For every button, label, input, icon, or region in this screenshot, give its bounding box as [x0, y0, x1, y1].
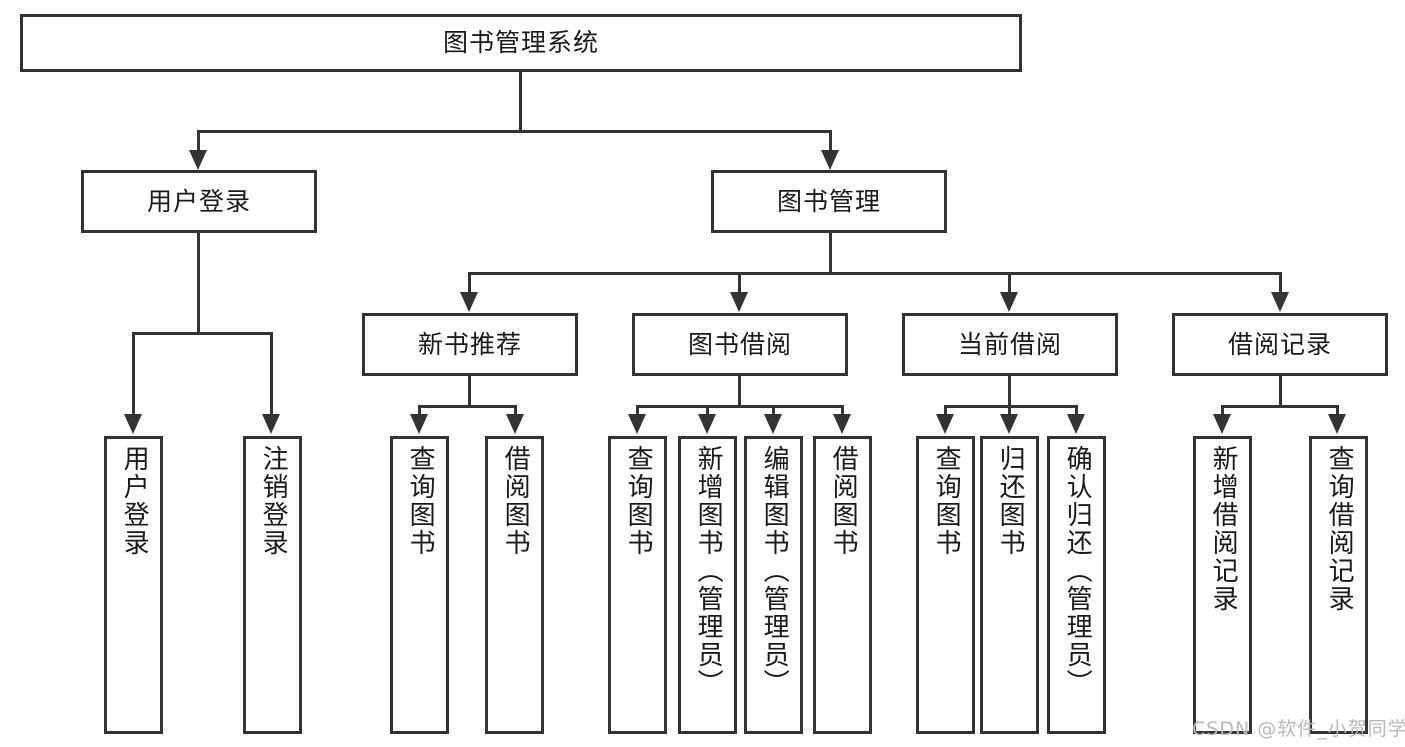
node-label: 注销登录 — [258, 445, 289, 557]
node-label: 新书推荐 — [417, 329, 522, 359]
arrowhead-leaf-query-book-3 — [936, 414, 954, 434]
arrowhead-leaf-edit-book — [764, 414, 782, 434]
connector-root-bus — [197, 130, 832, 133]
connector-user-login-stem — [197, 233, 200, 335]
arrowhead-to-book-management — [821, 150, 839, 170]
node-label: 借阅记录 — [1227, 329, 1332, 359]
connector-to-book-borrow — [738, 272, 741, 294]
csdn-watermark: CSDN @软件_小贺同学 — [1192, 714, 1405, 741]
connector-bb-branch-1 — [636, 405, 639, 416]
connector-book-management-stem — [829, 233, 832, 275]
arrowhead-to-current-borrow — [1000, 292, 1018, 312]
connector-cb-branch-1 — [944, 405, 947, 416]
connector-nbr-branch-1 — [418, 405, 421, 416]
node-leaf-query-book-2[interactable]: 查询图书 — [608, 436, 667, 734]
connector-user-login-branch-1 — [132, 332, 135, 416]
arrowhead-to-new-book-recommend — [460, 292, 478, 312]
connector-to-current-borrow — [1008, 272, 1011, 294]
connector-level3-bus — [468, 272, 1282, 275]
node-label: 用户登录 — [146, 186, 251, 216]
connector-cb-branch-3 — [1075, 405, 1078, 416]
node-new-book-recommend[interactable]: 新书推荐 — [362, 313, 578, 376]
connector-nbr-branch-2 — [514, 405, 517, 416]
node-book-management[interactable]: 图书管理 — [711, 170, 947, 233]
connector-bb-branch-4 — [841, 405, 844, 416]
connector-current-borrow-stem — [1008, 376, 1011, 408]
connector-br-branch-1 — [1221, 405, 1224, 416]
connector-book-borrow-bus — [636, 405, 844, 408]
arrowhead-to-borrow-record — [1271, 292, 1289, 312]
node-label: 编辑图书（管理员） — [759, 445, 790, 697]
connector-br-branch-2 — [1336, 405, 1339, 416]
node-leaf-add-book[interactable]: 新增图书（管理员） — [678, 436, 737, 734]
arrowhead-leaf-add-book — [698, 414, 716, 434]
node-leaf-query-record[interactable]: 查询借阅记录 — [1309, 436, 1368, 734]
connector-borrow-record-bus — [1221, 405, 1339, 408]
connector-borrow-record-stem — [1279, 376, 1282, 408]
connector-new-book-recommend-bus — [418, 405, 517, 408]
connector-to-new-book-recommend — [468, 272, 471, 294]
node-label: 查询图书 — [931, 445, 962, 557]
node-leaf-borrow-book-2[interactable]: 借阅图书 — [813, 436, 872, 734]
node-label: 用户登录 — [119, 445, 150, 557]
node-book-borrow[interactable]: 图书借阅 — [632, 313, 848, 376]
arrowhead-leaf-add-record — [1213, 414, 1231, 434]
node-label: 确认归还（管理员） — [1062, 445, 1093, 697]
arrowhead-leaf-user-logout — [262, 414, 280, 434]
arrowhead-leaf-borrow-book-1 — [506, 414, 524, 434]
node-label: 新增借阅记录 — [1208, 445, 1239, 613]
node-leaf-edit-book[interactable]: 编辑图书（管理员） — [744, 436, 803, 734]
node-leaf-return-book[interactable]: 归还图书 — [980, 436, 1039, 734]
node-leaf-add-record[interactable]: 新增借阅记录 — [1193, 436, 1252, 734]
arrowhead-to-user-login — [189, 150, 207, 170]
node-leaf-confirm-return[interactable]: 确认归还（管理员） — [1047, 436, 1106, 734]
node-label: 查询图书 — [623, 445, 654, 557]
connector-root-stem — [519, 72, 522, 132]
node-label: 新增图书（管理员） — [693, 445, 724, 697]
node-user-login[interactable]: 用户登录 — [81, 170, 317, 233]
connector-root-to-book-management — [829, 130, 832, 152]
arrowhead-leaf-query-book-1 — [410, 414, 428, 434]
connector-to-borrow-record — [1279, 272, 1282, 294]
arrowhead-to-book-borrow — [730, 292, 748, 312]
node-leaf-borrow-book-1[interactable]: 借阅图书 — [485, 436, 544, 734]
arrowhead-leaf-user-login — [124, 414, 142, 434]
node-label: 图书借阅 — [687, 329, 792, 359]
connector-bb-branch-2 — [706, 405, 709, 416]
node-leaf-query-book-3[interactable]: 查询图书 — [916, 436, 975, 734]
arrowhead-leaf-query-record — [1328, 414, 1346, 434]
node-label: 图书管理系统 — [442, 28, 599, 58]
arrowhead-leaf-borrow-book-2 — [833, 414, 851, 434]
node-root-book-management-system[interactable]: 图书管理系统 — [20, 14, 1022, 72]
node-leaf-query-book-1[interactable]: 查询图书 — [390, 436, 449, 734]
connector-cb-branch-2 — [1008, 405, 1011, 416]
node-label: 当前借阅 — [957, 329, 1062, 359]
connector-root-to-user-login — [197, 130, 200, 152]
node-label: 查询图书 — [405, 445, 436, 557]
node-label: 图书管理 — [776, 186, 881, 216]
connector-user-login-bus — [132, 332, 270, 335]
arrowhead-leaf-confirm-return — [1067, 414, 1085, 434]
node-label: 借阅图书 — [828, 445, 859, 557]
node-label: 查询借阅记录 — [1324, 445, 1355, 613]
connector-user-login-branch-2 — [270, 332, 273, 416]
node-label: 借阅图书 — [500, 445, 531, 557]
watermark-text: CSDN @软件_小贺同学 — [1192, 718, 1405, 740]
node-borrow-record[interactable]: 借阅记录 — [1172, 313, 1388, 376]
connector-new-book-recommend-stem — [468, 376, 471, 408]
connector-book-borrow-stem — [738, 376, 741, 408]
node-leaf-user-logout[interactable]: 注销登录 — [243, 436, 302, 734]
connector-bb-branch-3 — [772, 405, 775, 416]
arrowhead-leaf-query-book-2 — [628, 414, 646, 434]
arrowhead-leaf-return-book — [1000, 414, 1018, 434]
node-current-borrow[interactable]: 当前借阅 — [902, 313, 1118, 376]
node-leaf-user-login[interactable]: 用户登录 — [104, 436, 163, 734]
node-label: 归还图书 — [995, 445, 1026, 557]
